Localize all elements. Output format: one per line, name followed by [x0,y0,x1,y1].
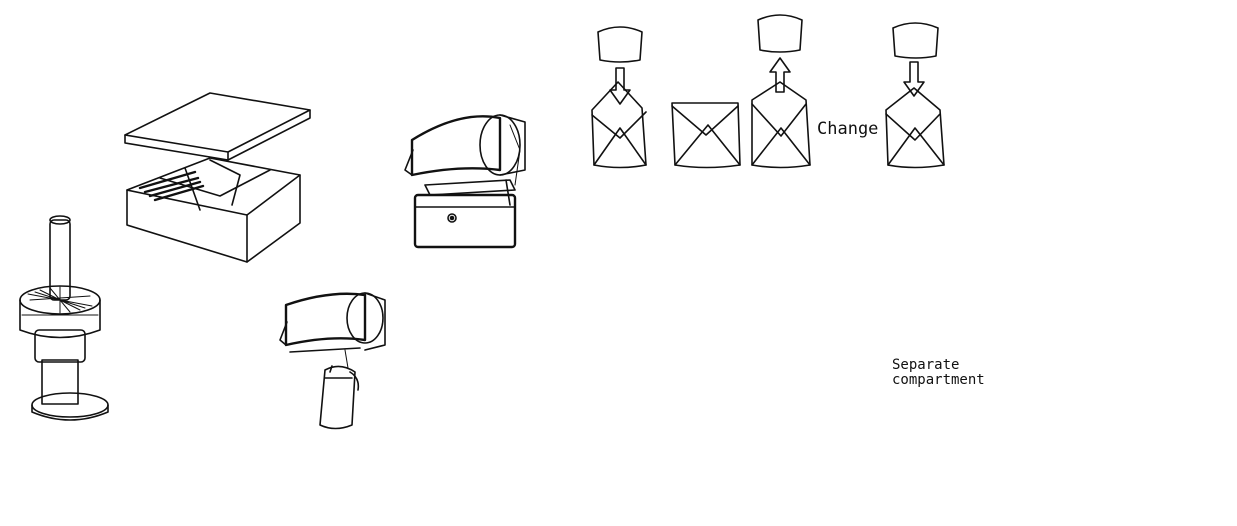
separate-label-line1: Separate [892,357,960,373]
lidded-box-icon [124,92,311,263]
spindle-holder-icon [19,215,109,421]
separate-label-line2: compartment [892,372,985,388]
change-label: Change [817,119,879,139]
envelope-change-sequence-icon [591,14,945,169]
roll-dispenser-box-icon [404,114,526,249]
separate-compartment-label: Separate compartment [892,358,985,388]
roll-dispenser-pouch-icon [279,292,386,430]
